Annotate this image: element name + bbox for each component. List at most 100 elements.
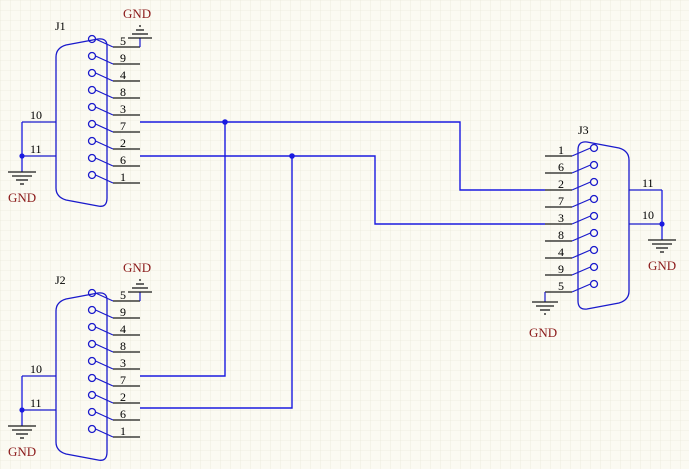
- pin-row: 3: [87, 102, 140, 116]
- pin-socket: [87, 170, 97, 180]
- pin-socket: [87, 322, 97, 332]
- pin-number: 7: [120, 119, 126, 133]
- j1-shield-ground-symbol: [8, 171, 36, 185]
- pin-number: 6: [120, 153, 126, 167]
- pin-socket: [589, 211, 599, 221]
- j1-pins: 5 9 4 8 3 7 2 6 1: [87, 34, 140, 184]
- pin-number: 1: [120, 170, 126, 184]
- pin-number: 6: [120, 407, 126, 421]
- pin-socket: [87, 153, 97, 163]
- pin-socket: [87, 136, 97, 146]
- pin-socket: [87, 119, 97, 129]
- pin-socket: [589, 245, 599, 255]
- pin-row: 3: [545, 211, 599, 225]
- pin-socket: [589, 160, 599, 170]
- pin-row: 9: [545, 262, 599, 276]
- j1-pin5-ground-symbol: [128, 25, 152, 39]
- j2-shield-pin-10: 10: [30, 362, 42, 376]
- pin-number: 4: [120, 68, 126, 82]
- pin-row: 4: [545, 245, 599, 259]
- j1-shield-junction: [19, 153, 25, 159]
- pin-number: 1: [558, 143, 564, 157]
- pin-socket: [87, 390, 97, 400]
- j3-shield-pin-10: 10: [642, 208, 654, 222]
- pin-row: 1: [87, 170, 140, 184]
- pin-socket: [87, 407, 97, 417]
- wire-j2-pin3-to-j1-pin3[interactable]: [140, 122, 226, 377]
- pin-number: 2: [558, 177, 564, 191]
- pin-socket: [589, 228, 599, 238]
- pin-row: 6: [87, 407, 140, 421]
- pin-socket: [87, 34, 97, 44]
- pin-number: 4: [120, 322, 126, 336]
- pin-number: 5: [120, 34, 126, 48]
- pin-number: 9: [120, 51, 126, 65]
- connector-j3[interactable]: J3 1 6 2 7 3 8 4 9 5 11 10 GND GND: [529, 123, 676, 340]
- j1-shield-pin-10: 10: [30, 108, 42, 122]
- pin-socket: [87, 356, 97, 366]
- j1-shell: [55, 38, 108, 207]
- j2-ref-label: J2: [55, 273, 66, 287]
- pin-number: 3: [120, 356, 126, 370]
- pin-row: 1: [545, 143, 599, 157]
- pin-row: 2: [87, 390, 140, 404]
- pin-number: 7: [120, 373, 126, 387]
- pin-number: 5: [120, 288, 126, 302]
- pin-socket: [87, 51, 97, 61]
- pin-number: 8: [120, 339, 126, 353]
- pin-row: 3: [87, 356, 140, 370]
- pin-row: 2: [87, 136, 140, 150]
- pin-socket: [87, 288, 97, 298]
- pin-number: 2: [120, 136, 126, 150]
- pin-number: 8: [120, 85, 126, 99]
- pin-row: 2: [545, 177, 599, 191]
- pin-row: 6: [87, 153, 140, 167]
- j2-shield-gnd-label: GND: [8, 444, 36, 459]
- j2-pin5-ground-symbol: [128, 279, 152, 293]
- wire-j2-pin2-to-j1-pin2[interactable]: [140, 156, 293, 409]
- j3-pin5-gnd-label: GND: [529, 325, 557, 340]
- connector-j2[interactable]: J2 5 9 4 8 3 7 2 6 1 10 11 GND GND: [8, 260, 152, 461]
- j2-pins: 5 9 4 8 3 7 2 6 1: [87, 288, 140, 438]
- pin-socket: [87, 305, 97, 315]
- j1-shield-gnd-label: GND: [8, 190, 36, 205]
- pin-row: 6: [545, 160, 599, 174]
- j2-pin5-gnd-label: GND: [123, 260, 151, 275]
- j3-shield-gnd-label: GND: [648, 258, 676, 273]
- pin-socket: [589, 279, 599, 289]
- junction-dot-pin2: [289, 153, 295, 159]
- j3-ref-label: J3: [578, 123, 589, 137]
- j1-pin5-gnd-label: GND: [123, 6, 151, 21]
- pin-number: 6: [558, 160, 564, 174]
- j3-shield-ground-symbol: [648, 239, 676, 253]
- wire-j1-pin3-to-j3-pin2[interactable]: [140, 121, 545, 191]
- j3-pin5-ground-symbol: [532, 301, 558, 315]
- j3-shield-pin-11: 11: [642, 176, 654, 190]
- pin-number: 7: [558, 194, 564, 208]
- pin-number: 8: [558, 228, 564, 242]
- pin-socket: [589, 262, 599, 272]
- pin-number: 9: [558, 262, 564, 276]
- pin-socket: [589, 143, 599, 153]
- pin-row: 5: [87, 288, 140, 302]
- j3-shell: [577, 141, 630, 310]
- pin-number: 9: [120, 305, 126, 319]
- pin-number: 3: [120, 102, 126, 116]
- pin-row: 5: [545, 279, 599, 293]
- junction-dot-pin3: [222, 119, 228, 125]
- j2-shield-junction: [19, 407, 25, 413]
- pin-socket: [87, 85, 97, 95]
- j1-shield-pin-11: 11: [30, 142, 42, 156]
- wire-j1-pin2-to-j3-pin3[interactable]: [140, 155, 545, 225]
- pin-row: 8: [87, 339, 140, 353]
- pin-number: 3: [558, 211, 564, 225]
- pin-number: 5: [558, 279, 564, 293]
- pin-socket: [589, 177, 599, 187]
- pin-row: 1: [87, 424, 140, 438]
- j2-shield-pin-11: 11: [30, 396, 42, 410]
- pin-row: 8: [545, 228, 599, 242]
- pin-row: 9: [87, 305, 140, 319]
